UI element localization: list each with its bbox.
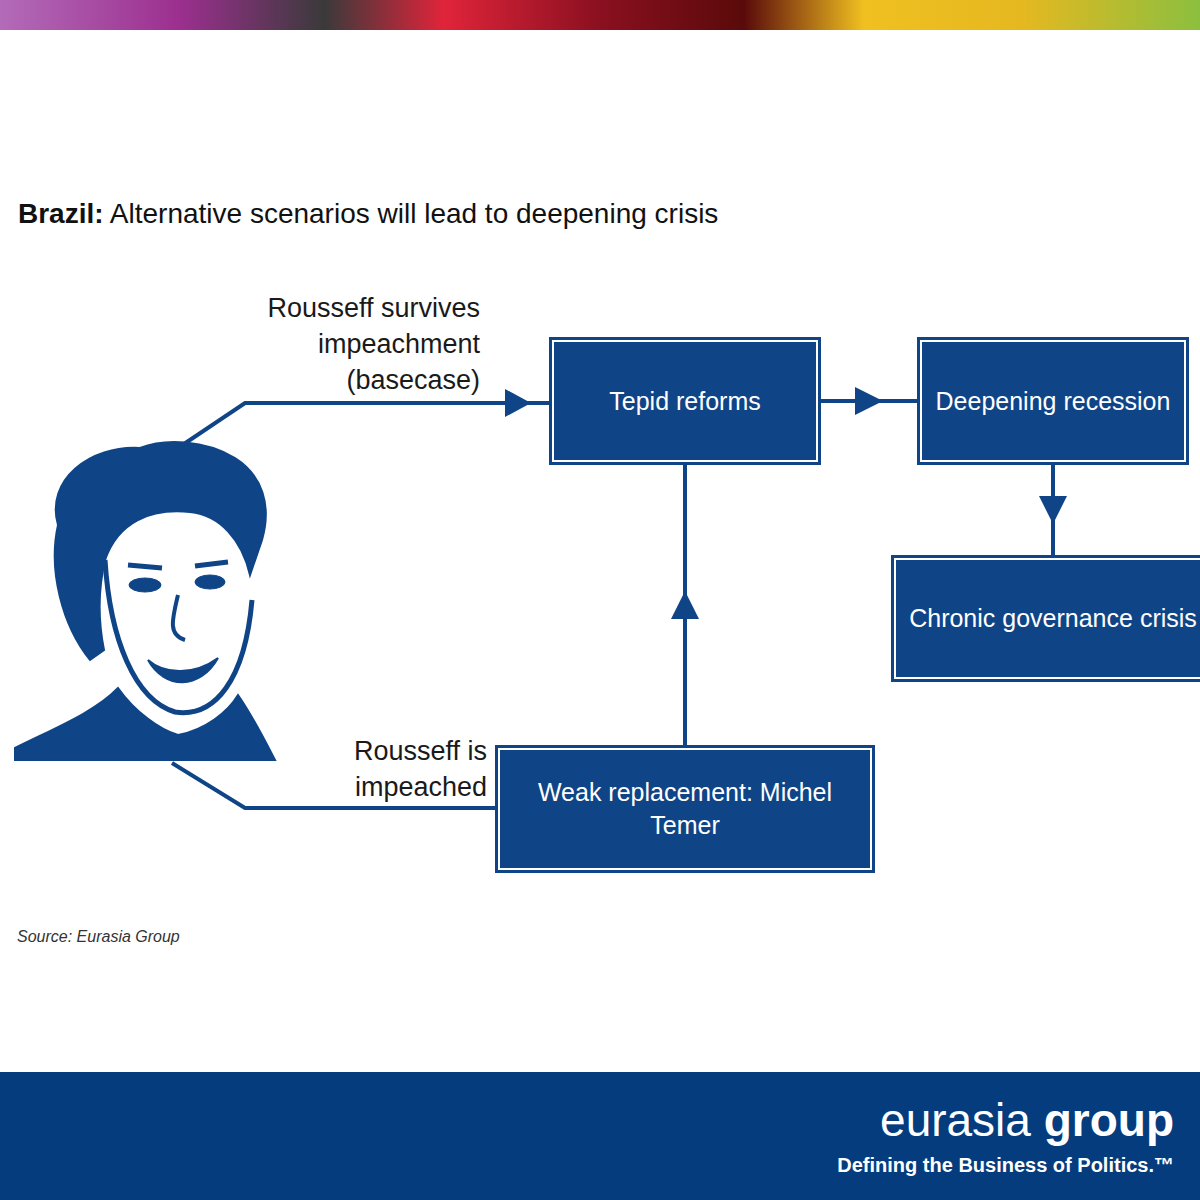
logo-text: Defining the Business of Politics.™ [714, 1152, 1174, 1178]
arrow-connector [1051, 465, 1055, 555]
path-label: Rousseff survives impeachment (basecase) [230, 290, 480, 398]
process-box: Weak replacement: Michel Temer [495, 745, 875, 873]
process-box: Deepening recession [917, 337, 1189, 465]
box-text: Tepid reforms [609, 385, 760, 418]
path-label: Rousseff is impeached [312, 733, 487, 805]
process-box: Tepid reforms [549, 337, 821, 465]
box-text: Deepening recession [936, 385, 1171, 418]
portrait [15, 442, 275, 760]
process-box: Chronic governance crisis [891, 555, 1200, 682]
box-text: Chronic governance crisis [909, 602, 1197, 635]
logo-text: eurasia group [754, 1094, 1174, 1146]
color-bar [0, 0, 1200, 30]
arrow-connector [683, 465, 687, 745]
title: Brazil: Alternative scenarios will lead … [18, 198, 718, 230]
leader-line [172, 403, 549, 452]
source-note: Source: Eurasia Group [17, 926, 317, 948]
arrowhead [505, 389, 531, 417]
box-text: Weak replacement: Michel Temer [513, 776, 857, 842]
footer-band [0, 1072, 1200, 1200]
arrow-connector [821, 399, 917, 403]
